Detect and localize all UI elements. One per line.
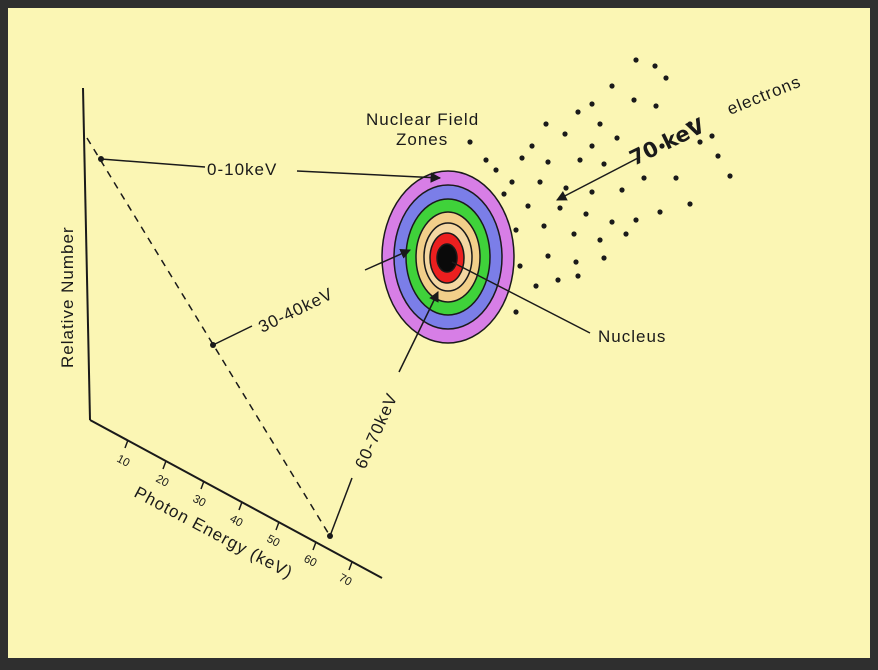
nuclear-field-zones (381, 170, 515, 344)
electron-dot (545, 253, 551, 259)
electron-dot (633, 57, 639, 63)
electron-dot (727, 173, 733, 179)
x-tick-label: 10 (115, 453, 132, 470)
electron-dot (609, 83, 615, 89)
x-tick-label: 70 (337, 572, 354, 589)
electron-dot (541, 223, 547, 229)
electron-dot (562, 131, 568, 137)
electron-dot (697, 139, 703, 145)
nucleus-core (436, 243, 458, 273)
zones-title-line2: Zones (396, 130, 448, 149)
electron-dot (483, 157, 489, 163)
electron-dot (467, 139, 473, 145)
electron-dot (509, 179, 515, 185)
electron-dot (571, 231, 577, 237)
electron-dot (543, 121, 549, 127)
x-tick-label: 30 (191, 493, 208, 510)
electron-dot (583, 211, 589, 217)
electron-dot (673, 175, 679, 181)
electron-dot (597, 237, 603, 243)
nucleus-label: Nucleus (598, 327, 666, 346)
electron-dot (687, 121, 693, 127)
electron-dot (537, 179, 543, 185)
x-axis-line (89, 419, 383, 579)
electron-dot (575, 273, 581, 279)
electron-dot (657, 209, 663, 215)
band-low-label: 0-10keV (207, 160, 277, 179)
x-tick-labels: 10 20 30 40 50 60 70 (115, 453, 354, 589)
electron-dot (501, 191, 507, 197)
electron-dot (663, 75, 669, 81)
electron-dot (555, 277, 561, 283)
x-tick-label: 60 (302, 553, 319, 570)
electron-dot (529, 143, 535, 149)
x-ticks (124, 439, 353, 571)
electron-dot (493, 167, 499, 173)
electron-dot (589, 101, 595, 107)
electron-dot (513, 309, 519, 315)
electron-dot (659, 143, 665, 149)
electron-dot (601, 161, 607, 167)
y-axis-line (82, 87, 91, 421)
electron-dot (653, 103, 659, 109)
electron-dot (633, 217, 639, 223)
electron-dot (533, 283, 539, 289)
electron-dot (589, 143, 595, 149)
electron-dot (623, 231, 629, 237)
electron-dots (467, 57, 733, 315)
x-tick-label: 50 (265, 533, 282, 550)
axes (82, 87, 383, 579)
electron-dot (573, 259, 579, 265)
x-tick-label: 20 (154, 473, 171, 490)
electron-dot (517, 263, 523, 269)
electron-dot (563, 185, 569, 191)
electron-dot (557, 205, 563, 211)
electron-dot (652, 63, 658, 69)
electron-dot (577, 157, 583, 163)
electron-dot (597, 121, 603, 127)
electron-dot (513, 227, 519, 233)
electron-dot (575, 109, 581, 115)
electron-dot (641, 175, 647, 181)
electron-dot (589, 189, 595, 195)
electron-dot (519, 155, 525, 161)
electron-dot (614, 135, 620, 141)
electron-dot (601, 255, 607, 261)
band-low-callout: 0-10keV (100, 158, 442, 183)
electron-dot (609, 219, 615, 225)
y-axis-label: Relative Number (58, 226, 77, 368)
electron-dot (709, 133, 715, 139)
electron-dot (545, 159, 551, 165)
electron-dot (525, 203, 531, 209)
electron-dot (619, 187, 625, 193)
electron-dot (715, 153, 721, 159)
electron-dot (631, 97, 637, 103)
zones-title-line1: Nuclear Field (366, 110, 479, 129)
x-tick-label: 40 (228, 513, 245, 530)
nucleus-callout: Nucleus (451, 261, 666, 346)
electron-dot (687, 201, 693, 207)
